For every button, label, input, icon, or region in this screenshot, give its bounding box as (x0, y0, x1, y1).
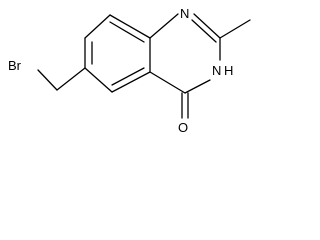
atom-label-n1: N (180, 6, 189, 21)
bond-n1-c2b (191, 19, 217, 43)
bond-c8a-c8 (109, 14, 151, 39)
bond-n1-c2a (193, 13, 221, 39)
bond-ch2-br (37, 69, 58, 91)
bond-c6-ch2 (56, 67, 86, 91)
bonds (37, 13, 251, 119)
atom-label-o: O (178, 120, 188, 135)
bond-n3-c4 (184, 79, 211, 94)
bond-double-c8a-c8 (109, 21, 145, 43)
atom-label-br: Br (8, 58, 22, 73)
bond-c6-c5 (84, 67, 113, 93)
molecule-structure: Br N N H O (8, 6, 251, 135)
bond-c2-methyl (219, 19, 251, 39)
bond-c8-c7 (84, 14, 111, 39)
bond-double-c5-c4a (111, 67, 145, 86)
atom-label-n3: N (212, 63, 221, 78)
bond-c8a-n1 (149, 13, 179, 39)
atom-labels: Br N N H O (8, 6, 233, 135)
bond-c5-c4a (111, 71, 151, 93)
bond-c4-c4a (149, 71, 186, 94)
atom-label-n3-h: H (224, 63, 233, 78)
